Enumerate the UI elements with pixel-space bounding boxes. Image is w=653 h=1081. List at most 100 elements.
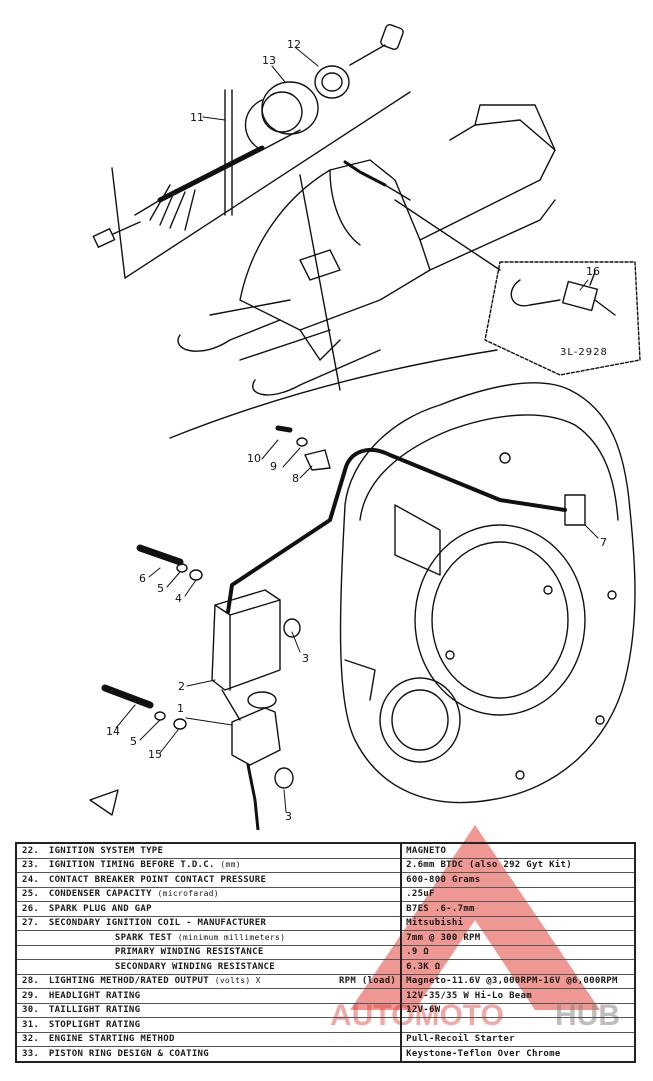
spec-row: 31.STOPLIGHT RATING (16, 1017, 635, 1033)
callout-3-upper: 3 (302, 652, 309, 665)
spec-row: 28.LIGHTING METHOD/RATED OUTPUT (volts) … (16, 974, 635, 989)
spec-row: 27.SECONDARY IGNITION COIL - MANUFACTURE… (16, 916, 635, 931)
spec-row-label: PRIMARY WINDING RESISTANCE (114, 947, 264, 958)
spec-row-label: HEADLIGHT RATING (48, 990, 141, 1001)
spec-row-value: 12V-6W (400, 1003, 635, 1018)
section-divider-top (124, 91, 411, 279)
spec-row-value: 600-800 Grams (400, 872, 635, 888)
inset-code: 3L-2928 (560, 347, 608, 358)
spec-row-number: 29. (16, 988, 45, 1004)
spec-row-label: LIGHTING METHOD/RATED OUTPUT (48, 976, 209, 987)
spec-row-label: STOPLIGHT RATING (48, 1019, 141, 1030)
callout-5-upper: 5 (157, 582, 164, 595)
spec-row-label: CONTACT BREAKER POINT CONTACT PRESSURE (48, 874, 267, 885)
contact-coil (231, 691, 281, 830)
spec-row-number: 33. (22, 1048, 40, 1059)
callout-13: 11 (190, 111, 204, 124)
spec-row-value: 6.3K Ω (400, 959, 635, 975)
spec-row: 30.TAILLIGHT RATING 12V-6W (16, 1003, 635, 1018)
spec-row-value: .25uF (400, 887, 635, 902)
inset-box (484, 261, 641, 376)
part-callouts: 13 12 11 16 3L-2928 10 9 8 6 5 4 3 2 1 1… (106, 38, 608, 823)
spec-row-label: CONDENSER CAPACITY (48, 889, 152, 900)
spec-row: 26.SPARK PLUG AND GAP B7ES .6-.7mm (16, 901, 635, 917)
spec-row-value: MAGNETO (400, 843, 635, 859)
spec-row-number (16, 959, 45, 975)
spec-row-number: 27. (16, 916, 45, 931)
exploded-diagram: 13 12 11 16 3L-2928 10 9 8 6 5 4 3 2 1 1… (89, 24, 641, 830)
spec-row: 29.HEADLIGHT RATING 12V-35/35 W Hi-Lo Bea… (16, 988, 635, 1004)
spec-row-number: 32. (16, 1032, 45, 1047)
spec-row-label: IGNITION TIMING BEFORE T.D.C. (48, 860, 215, 871)
snowmobile-outline (177, 104, 556, 396)
spec-row-number: 26. (16, 901, 45, 917)
callout-1: 1 (177, 702, 184, 715)
spec-row-value: Mitsubishi (400, 916, 635, 931)
spec-row-value: B7ES .6-.7mm (400, 901, 635, 917)
spec-row-number: 30. (16, 1003, 45, 1018)
spec-row-unit: (mm) (220, 860, 241, 870)
callout-12: 12 (287, 38, 301, 51)
spec-row-label-cell: SECONDARY WINDING RESISTANCE (44, 959, 402, 975)
spec-row-value: 2.6mm BTDC (also 292 Gyt Kit) (400, 858, 635, 873)
callout-9: 9 (270, 460, 277, 473)
spec-row-label-cell: SECONDARY IGNITION COIL - MANUFACTURER (44, 916, 402, 931)
spec-row-label: SPARK PLUG AND GAP (48, 903, 152, 914)
callout-11: 13 (262, 54, 276, 67)
spec-row-value: Keystone-Teflon Over Chrome (400, 1046, 635, 1062)
leader-line-a (299, 174, 341, 391)
callout-10: 10 (247, 452, 261, 465)
spec-row-label-cell: HEADLIGHT RATING (44, 988, 402, 1004)
spec-row-label: ENGINE STARTING METHOD (48, 1034, 175, 1045)
spec-row-label-cell: TAILLIGHT RATING (44, 1003, 402, 1018)
spec-row-value (400, 1017, 635, 1033)
spec-row-value: Magneto-11.6V @3,000RPM-16V @6,000RPM (400, 974, 635, 989)
hardware-bolts (89, 425, 331, 816)
spec-row-label: SECONDARY IGNITION COIL - MANUFACTURER (48, 918, 267, 929)
spec-row-value: 7mm @ 300 RPM (400, 930, 635, 946)
callout-4: 4 (175, 592, 182, 605)
spec-row-label-cell: IGNITION TIMING BEFORE T.D.C. (mm) (44, 858, 402, 873)
callout-leaders (115, 47, 599, 813)
spec-row: 23.IGNITION TIMING BEFORE T.D.C. (mm)2.6… (16, 858, 635, 873)
spec-row-value: .9 Ω (400, 945, 635, 960)
spec-row-value: 12V-35/35 W Hi-Lo Beam (400, 988, 635, 1004)
spec-row-label-cell: STOPLIGHT RATING (44, 1017, 402, 1033)
spec-row-label: TAILLIGHT RATING (48, 1005, 141, 1016)
callout-14: 14 (106, 725, 120, 738)
spec-row-label: PISTON RING DESIGN & COATING (48, 1048, 209, 1059)
callout-2: 2 (178, 680, 185, 693)
callout-6: 6 (139, 572, 146, 585)
spec-row: PRIMARY WINDING RESISTANCE .9 Ω (16, 945, 635, 960)
section-divider-bracket (111, 167, 126, 279)
spec-row: 25.CONDENSER CAPACITY (microfarad) .25uF (16, 887, 635, 902)
spec-row-label: SPARK TEST (114, 932, 173, 943)
spec-row-label-cell: SPARK TEST (minimum millimeters) (44, 930, 402, 946)
spec-row-number: 25. (16, 887, 45, 902)
spec-row: 33. PISTON RING DESIGN & COATING Keystone-… (16, 1046, 635, 1062)
leader-line-b (394, 199, 501, 271)
callout-8: 8 (292, 472, 299, 485)
spec-row-number (16, 945, 45, 960)
diagram-svg: 13 12 11 16 3L-2928 10 9 8 6 5 4 3 2 1 1… (89, 24, 641, 830)
callout-3-lower: 3 (285, 810, 292, 823)
spec-row-label-cell: ENGINE STARTING METHOD (44, 1032, 402, 1047)
spec-row-unit: (minimum millimeters) (177, 932, 286, 942)
spec-row-label-cell: IGNITION SYSTEM TYPE (44, 843, 402, 859)
callout-7: 7 (600, 536, 607, 549)
spec-row-label: IGNITION SYSTEM TYPE (48, 845, 164, 856)
spec-row-rpm-note: RPM (load) (338, 976, 397, 987)
spec-row-value: Pull-Recoil Starter (400, 1032, 635, 1047)
lead-cap (564, 494, 586, 526)
callout-16: 16 (586, 265, 600, 278)
spec-row-unit: (microfarad) (157, 889, 219, 899)
spec-row: SPARK TEST (minimum millimeters)7mm @ 30… (16, 930, 635, 946)
spec-row: 24.CONTACT BREAKER POINT CONTACT PRESSUR… (16, 872, 635, 888)
spec-row-number: 24. (16, 872, 45, 888)
spec-row-number: 28. (16, 974, 45, 989)
